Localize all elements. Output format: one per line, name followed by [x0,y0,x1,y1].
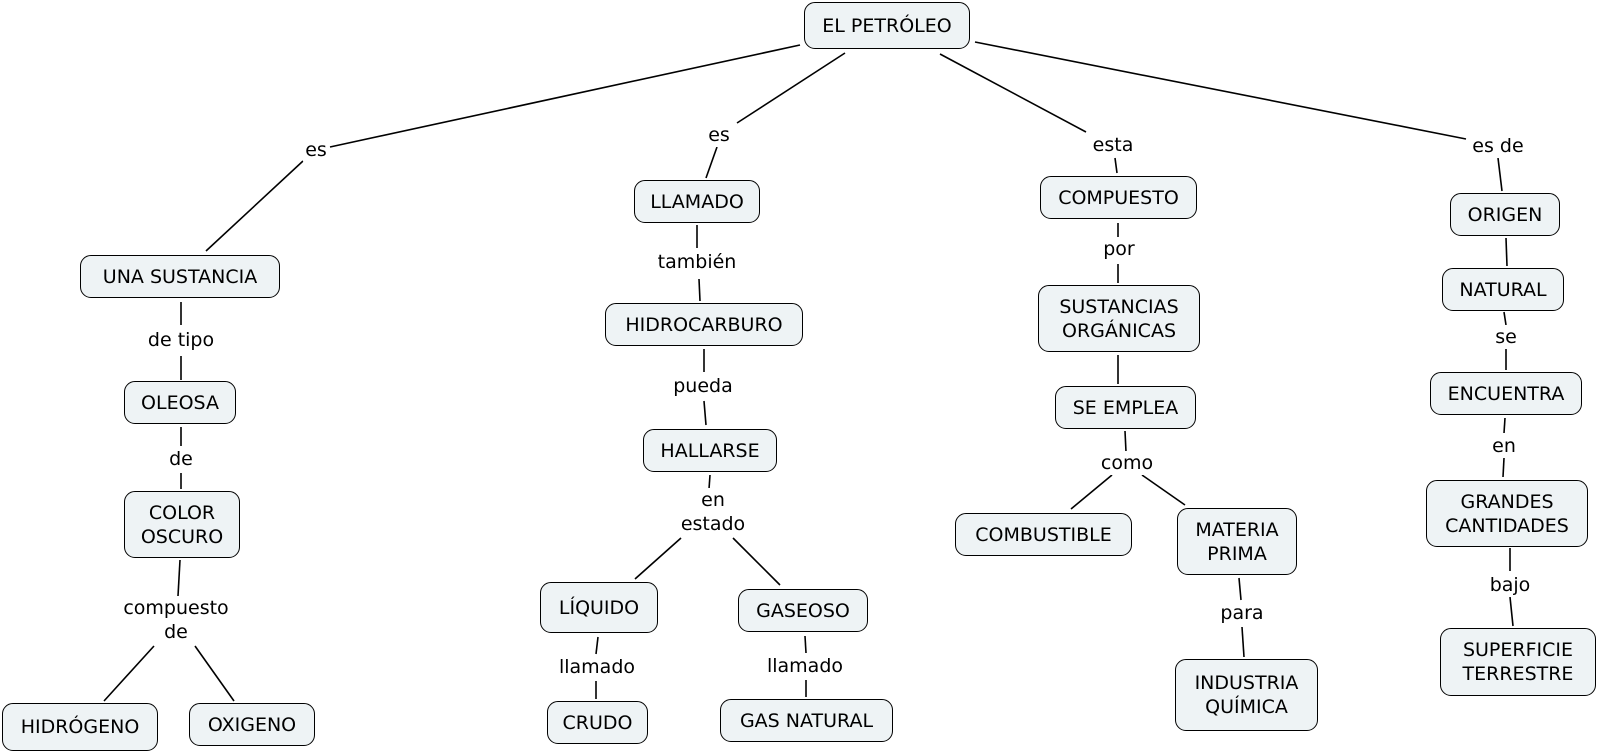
concept-compuesto: COMPUESTO [1040,176,1197,219]
link-label-se: se [1493,325,1519,349]
concept-se-emplea: SE EMPLEA [1055,386,1196,429]
link-label-esta: esta [1090,133,1136,157]
concept-liquido: LÍQUIDO [540,582,658,633]
concept-combustible: COMBUSTIBLE [955,513,1132,556]
link-label-compuesto-de: compuesto de [121,596,231,644]
concept-gas-natural: GAS NATURAL [720,699,893,742]
link-label-como: como [1098,451,1156,475]
link-label-es-de: es de [1470,134,1526,158]
concept-hallarse: HALLARSE [643,429,777,472]
link-label-en: en [1490,434,1518,458]
link-label-pueda: pueda [671,374,735,398]
concept-industria-quimica: INDUSTRIA QUÍMICA [1175,659,1318,731]
link-label-para: para [1218,601,1266,625]
concept-origen: ORIGEN [1450,193,1560,236]
link-label-bajo: bajo [1487,573,1533,597]
link-label-por: por [1101,237,1137,261]
concept-encuentra: ENCUENTRA [1430,372,1582,415]
concept-el-petroleo: EL PETRÓLEO [804,2,970,49]
concept-llamado: LLAMADO [634,180,760,223]
concept-natural: NATURAL [1442,268,1564,311]
concept-hidrogeno: HIDRÓGENO [2,703,158,751]
concept-superficie-terrestre: SUPERFICIE TERRESTRE [1440,628,1596,696]
concept-grandes-cantidades: GRANDES CANTIDADES [1426,480,1588,547]
concept-gaseoso: GASEOSO [738,589,868,632]
link-label-tambien: también [655,250,739,274]
link-label-llamado: llamado [764,654,846,678]
link-label-es: es [706,123,732,147]
concept-una-sustancia: UNA SUSTANCIA [80,255,280,298]
link-label-llamado: llamado [556,655,638,679]
concept-sustancias-organicas: SUSTANCIAS ORGÁNICAS [1038,285,1200,352]
concept-hidrocarburo: HIDROCARBURO [605,303,803,346]
concept-materia-prima: MATERIA PRIMA [1177,508,1297,575]
concept-oxigeno: OXIGENO [189,703,315,746]
concept-crudo: CRUDO [547,701,648,744]
link-label-es: es [303,138,329,162]
concept-color-oscuro: COLOR OSCURO [124,491,240,558]
link-label-en-estado: en estado [678,488,748,536]
link-label-de: de [167,447,195,471]
concept-oleosa: OLEOSA [124,381,236,424]
link-label-de-tipo: de tipo [145,328,217,352]
